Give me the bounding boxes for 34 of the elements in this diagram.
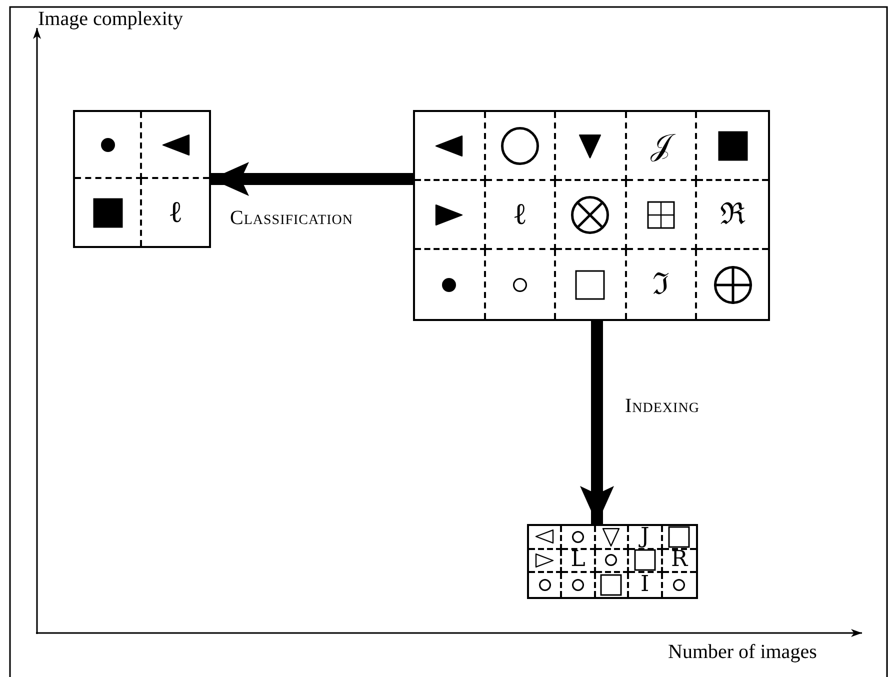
axis-title: Image complexity [38,8,183,31]
grid-cell [596,550,630,574]
grid-cell [486,112,556,181]
grid-cell [562,550,596,574]
symbol-letter: L [570,549,586,572]
index-grid [527,524,698,599]
grid-cell [529,526,562,550]
grid-cell [562,526,596,550]
grid-cell [629,550,663,574]
grid-cell [626,181,698,250]
grid-cell [529,550,562,574]
symbol-letter: J [640,526,650,548]
grid-cell [596,526,630,550]
image-grid [413,110,770,321]
grid-cell [75,112,142,179]
symbol-letter: ℓ [168,198,183,228]
result-grid [73,110,211,248]
grid-cell [415,181,486,250]
grid-cell [415,112,486,181]
symbol-letter: I [640,574,650,596]
symbol-letter: R [671,549,688,572]
grid-cell [662,526,696,550]
symbol-letter: ℑ [652,270,670,300]
axis-title: Number of images [668,641,817,664]
grid-cell [662,550,696,574]
arrow [211,162,413,196]
grid-cell [556,112,627,181]
symbol-letter: ℓ [512,200,528,230]
grid-cell [626,112,698,181]
grid-cell [629,526,663,550]
grid-cell [486,181,556,250]
grid-cell [556,181,627,250]
arrow [580,321,614,524]
symbol-letter: ℜ [720,200,746,230]
